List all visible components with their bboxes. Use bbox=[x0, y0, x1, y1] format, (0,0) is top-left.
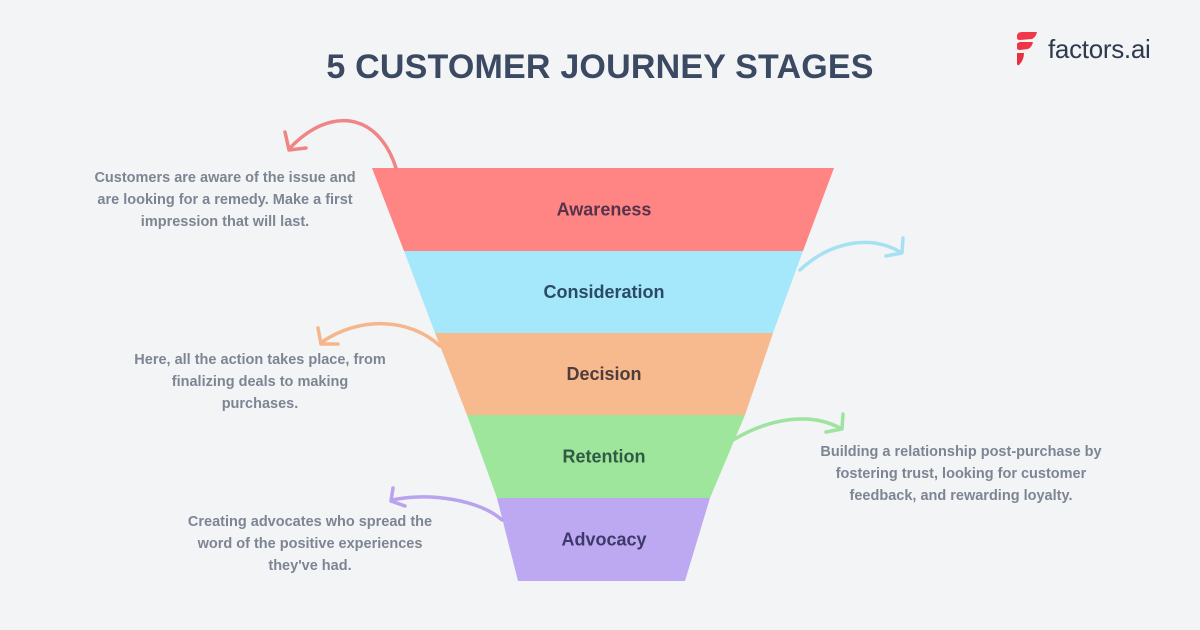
advocacy-description: Creating advocates who spread the word o… bbox=[187, 514, 433, 574]
funnel-stage-decision: Decision bbox=[435, 333, 773, 415]
curved-arrow-left-icon bbox=[283, 118, 398, 170]
funnel-stage-awareness: Awareness bbox=[372, 168, 834, 251]
retention-description: Building a relationship post-purchase by… bbox=[820, 444, 1102, 504]
curved-arrow-left-icon bbox=[316, 322, 442, 348]
funnel-band bbox=[372, 168, 834, 251]
brand-logo: factors.ai bbox=[1014, 32, 1151, 66]
funnel-stage-retention: Retention bbox=[467, 415, 745, 498]
curved-arrow-left-icon bbox=[389, 486, 504, 522]
funnel-band bbox=[467, 415, 745, 498]
awareness-description: Customers are aware of the issue and are… bbox=[94, 170, 356, 230]
funnel-band bbox=[435, 333, 773, 415]
funnel-band bbox=[404, 251, 803, 333]
stage-label: Advocacy bbox=[561, 530, 646, 550]
decision-description: Here, all the action takes place, from f… bbox=[134, 352, 386, 412]
curved-arrow-right-icon bbox=[731, 412, 845, 442]
stage-label: Awareness bbox=[557, 200, 652, 220]
funnel-stage-consideration: Consideration bbox=[404, 251, 803, 333]
factors-logo-icon bbox=[1017, 32, 1037, 66]
page-title: 5 CUSTOMER JOURNEY STAGES bbox=[326, 48, 874, 86]
stage-label: Decision bbox=[566, 364, 641, 384]
stage-label: Retention bbox=[563, 447, 646, 467]
funnel-stage-advocacy: Advocacy bbox=[497, 498, 710, 581]
funnel-band bbox=[497, 498, 710, 581]
stage-label: Consideration bbox=[543, 282, 664, 302]
brand-name: factors.ai bbox=[1048, 33, 1151, 64]
curved-arrow-right-icon bbox=[798, 236, 905, 272]
